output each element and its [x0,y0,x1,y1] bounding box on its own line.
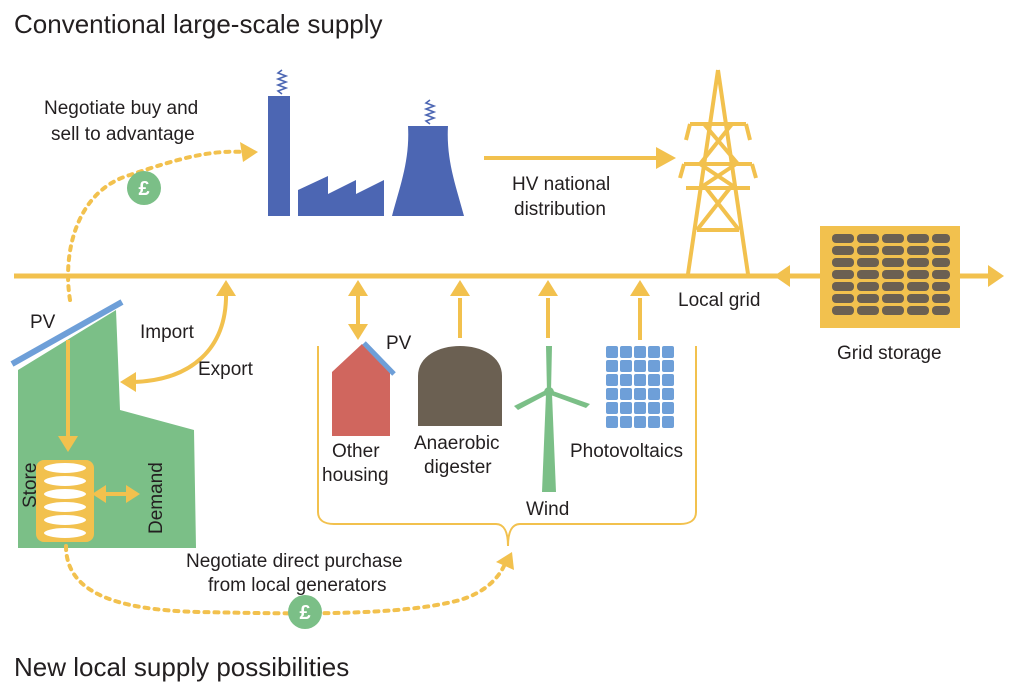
anaerobic-digester-label-line2: digester [424,457,492,478]
import-label: Import [140,322,195,343]
negotiate-buy-sell-label-line2: sell to advantage [51,124,195,145]
other-housing-pv-label: PV [386,333,412,354]
anaerobic-digester-label-line1: Anaerobic [414,433,500,454]
negotiate-buy-sell-curve [66,149,246,302]
photovoltaics-icon [606,346,674,428]
hv-distribution-label-line1: HV national [512,174,610,195]
house-pv-label: PV [30,312,56,333]
power-station-icon [268,96,464,216]
local-grid-label: Local grid [678,290,760,311]
digester-to-grid-arrowhead [450,280,470,296]
grid-storage-label: Grid storage [837,343,942,364]
negotiate-buy-sell-label-line1: Negotiate buy and [44,98,198,119]
export-arrowhead [120,372,136,392]
store-label: Store [20,463,41,508]
hv-distribution-label-line2: distribution [514,199,606,220]
pound-badge-top: £ [127,171,161,205]
pound-symbol-bottom: £ [299,602,310,624]
wind-label: Wind [526,499,569,520]
anaerobic-digester-icon [418,346,502,426]
import-export-curve [133,289,229,384]
other-housing-icon [332,344,390,436]
other-housing-pv-panel [362,341,396,376]
local-generators-brace [317,346,697,547]
pound-badge-bottom: £ [288,595,322,629]
grid-storage-icon [820,226,960,328]
store-demand-arrow [92,485,140,503]
pv-farm-to-grid-arrowhead [630,280,650,296]
wind-turbine-icon [514,346,590,492]
photovoltaics-label: Photovoltaics [570,441,683,462]
pound-symbol-top: £ [138,178,149,200]
import-arrowhead [216,280,236,296]
heading-conventional-supply: Conventional large-scale supply [14,9,383,39]
wind-to-grid-arrowhead [538,280,558,296]
pv-to-store-arrowhead [58,436,78,452]
demand-label: Demand [146,462,167,534]
export-label: Export [198,359,254,380]
grid-arrow-left-storage [774,265,790,287]
negotiate-buy-sell-arrowhead [240,142,258,162]
store-battery-icon [36,460,94,542]
negotiate-direct-arrowhead [496,552,514,570]
other-housing-label-line1: Other [332,441,380,462]
other-housing-arrow [348,280,368,340]
other-housing-label-line2: housing [322,465,389,486]
heading-local-supply: New local supply possibilities [14,652,349,682]
grid-arrow-right [988,265,1004,287]
pylon-icon [678,69,758,275]
house-pv-panel [10,299,124,367]
hv-distribution-arrow [484,147,676,169]
negotiate-direct-label-line1: Negotiate direct purchase [186,551,403,572]
negotiate-direct-label-line2: from local generators [208,575,386,596]
smoke-icon [275,69,437,125]
